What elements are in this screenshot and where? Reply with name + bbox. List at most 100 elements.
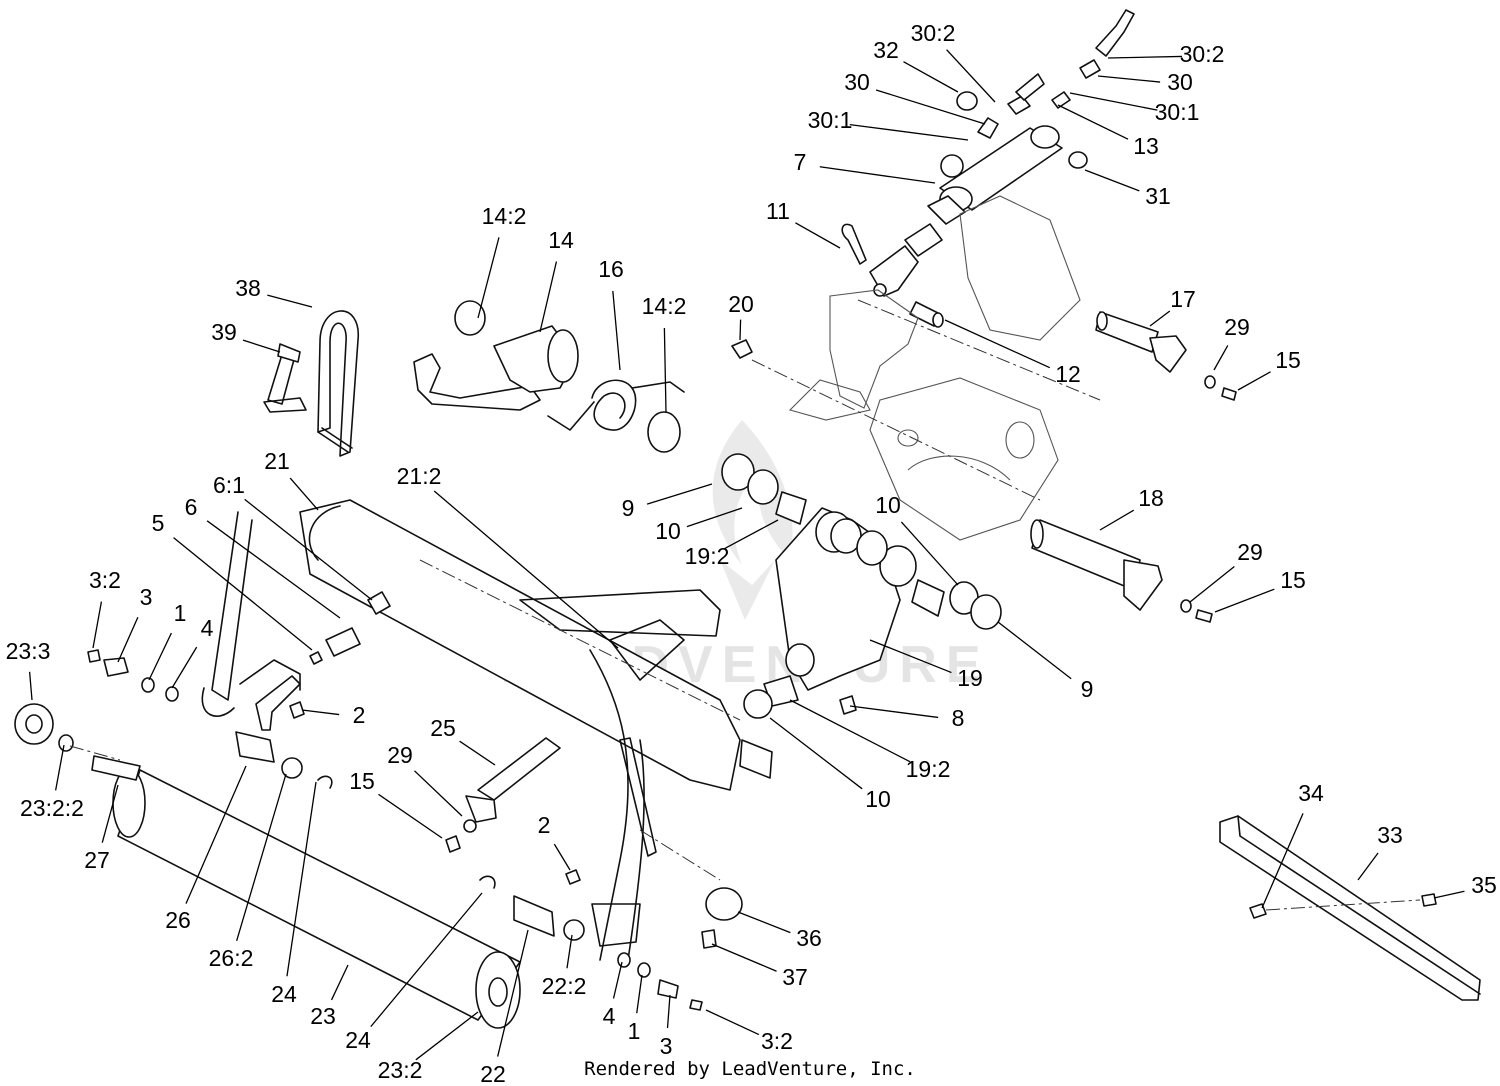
leader-c-38 [267,294,313,308]
leader-c-18 [1099,509,1135,531]
leader-c-21-2 [433,490,619,649]
leader-c-2-b [553,843,571,871]
callout-c-19-2-a: 19:2 [685,543,730,569]
callout-c-10-a: 10 [655,518,681,544]
leader-c-10-c [769,717,863,790]
leader-c-5 [173,537,313,651]
callout-c-5: 5 [152,510,165,536]
callout-c-3-a: 3 [140,584,153,610]
leader-c-32 [903,61,959,93]
leader-c-14-2-a [477,237,500,319]
leader-c-9-a [646,483,713,505]
callout-labels: 30:2323030:1730:23030:11331111714:214161… [6,20,1497,1086]
leader-c-1-b [636,974,643,1014]
leader-c-3-b [666,994,671,1029]
rendered-by-credit: Rendered by LeadVenture, Inc. [584,1058,916,1080]
leader-c-39 [242,339,281,353]
callout-c-9-b: 9 [1081,676,1094,702]
callout-c-37: 37 [782,964,808,990]
scraper-plate [1219,815,1481,1001]
leader-c-16 [612,290,621,371]
callout-c-6: 6 [185,494,198,520]
leader-c-1-a [148,632,172,681]
leader-c-19 [869,639,952,674]
callout-c-4-a: 4 [201,615,214,641]
leader-c-30-1-a [849,123,969,141]
mount-bracket-frame [751,195,1101,541]
callout-c-30-a: 30 [844,69,870,95]
leader-c-36 [737,911,791,934]
callout-c-35: 35 [1471,872,1497,898]
callout-c-9-a: 9 [622,495,635,521]
handle-bracket [263,310,359,457]
leader-c-29-a [1213,345,1229,371]
callout-c-20: 20 [728,291,754,317]
callout-c-4-b: 4 [603,1003,616,1029]
leader-c-10-b [900,521,959,586]
callout-c-24-a: 24 [271,981,297,1007]
leader-c-15-a [1237,371,1271,391]
callout-c-3-2-a: 3:2 [89,567,121,593]
pivot-arm [721,453,1002,719]
pivot-shaft [1030,519,1213,623]
leader-c-21 [289,477,319,511]
leader-c-31 [1084,169,1140,192]
callout-c-14-2-b: 14:2 [642,293,687,319]
leader-c-24-b [370,892,483,1028]
callout-c-19: 19 [957,665,983,691]
leader-c-9-b [997,621,1072,680]
leader-c-10-a [686,507,743,528]
callout-c-15-a: 15 [1275,347,1301,373]
callout-c-32: 32 [873,37,899,63]
callout-c-21: 21 [264,448,290,474]
callout-c-18: 18 [1138,485,1164,511]
leader-c-26 [185,765,247,904]
leader-c-3-a [117,617,139,663]
leader-c-3-2-a [92,601,103,649]
leader-c-23 [330,964,349,1001]
callout-c-1-a: 1 [174,600,187,626]
callout-c-6-1: 6:1 [213,472,245,498]
callout-c-38: 38 [235,275,261,301]
leader-c-6-1 [244,498,373,601]
leader-c-30-2-b [1107,55,1183,59]
callout-c-11: 11 [766,198,790,224]
leader-c-23-2 [415,1011,479,1061]
latch-spring-assembly [413,300,685,453]
callout-c-30-2-b: 30:2 [1180,41,1225,67]
callout-c-27: 27 [84,847,110,873]
leader-c-14-2-b [663,327,667,413]
leader-c-25 [459,740,496,766]
leader-c-11 [795,222,841,249]
leader-c-23-2-2 [54,744,65,791]
leader-c-6 [206,520,341,619]
callout-c-23-2: 23:2 [378,1057,423,1083]
leader-c-29-c [414,770,463,817]
leader-c-33 [1357,852,1379,881]
left-hardware [14,591,391,789]
callout-c-3-2-b: 3:2 [761,1028,793,1054]
callout-c-30-1-a: 30:1 [808,107,853,133]
callout-c-34: 34 [1298,780,1324,806]
leader-c-29-b [1189,565,1235,603]
leader-c-19-2-b [789,699,911,763]
callout-c-14: 14 [548,227,574,253]
roller-assembly [69,745,521,1029]
leader-c-35 [1433,890,1465,899]
callout-c-15-c: 15 [349,768,375,794]
leader-c-20 [739,319,742,341]
leader-c-37 [711,943,777,972]
callout-c-29-a: 29 [1224,314,1250,340]
callout-c-16: 16 [598,256,624,282]
leader-c-7 [819,166,936,184]
hydraulic-cylinder-assembly [731,9,1237,401]
leader-c-15-c [378,793,443,839]
callout-c-29-b: 29 [1237,539,1263,565]
right-hardware [445,737,743,1011]
callout-c-23-2-2: 23:2:2 [20,795,84,821]
callout-c-14-2-a: 14:2 [482,203,527,229]
callout-c-30-b: 30 [1167,69,1193,95]
leader-c-13 [1057,104,1129,140]
